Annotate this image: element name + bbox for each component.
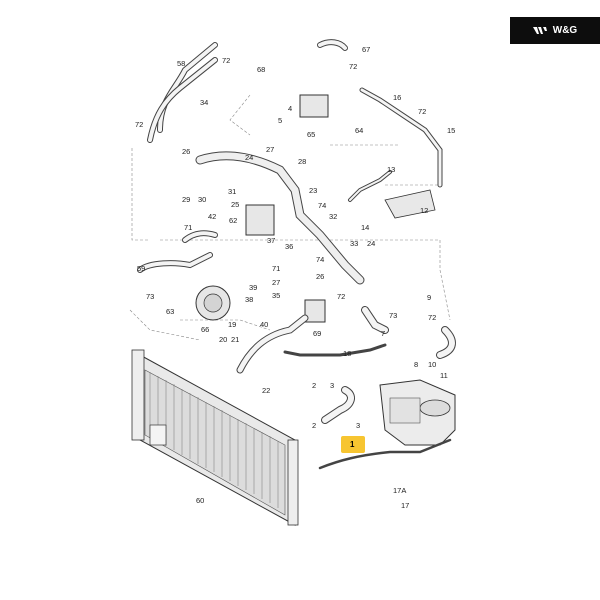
seal-plate bbox=[384, 189, 436, 219]
brand-label: W&G bbox=[552, 25, 578, 36]
callout: 69 bbox=[313, 329, 321, 338]
callout: 72 bbox=[337, 292, 345, 301]
callout: 33 bbox=[350, 239, 358, 248]
radiator bbox=[131, 349, 299, 526]
callout: 42 bbox=[208, 212, 216, 221]
hoses bbox=[137, 39, 456, 470]
callout: 26 bbox=[182, 147, 190, 156]
callout: 24 bbox=[245, 153, 253, 162]
callout: 5 bbox=[278, 116, 282, 125]
callout-highlighted: 1 bbox=[350, 440, 355, 449]
callout: 71 bbox=[272, 264, 280, 273]
callout: 19 bbox=[228, 320, 236, 329]
callout: 34 bbox=[200, 98, 208, 107]
water-pump bbox=[195, 94, 329, 323]
callout: 72 bbox=[428, 313, 436, 322]
callout: 20 bbox=[219, 335, 227, 344]
callout: 64 bbox=[355, 126, 363, 135]
callout: 13 bbox=[387, 165, 395, 174]
callout: 24 bbox=[367, 239, 375, 248]
callout: 10 bbox=[428, 360, 436, 369]
callout: 21 bbox=[231, 335, 239, 344]
callout: 65 bbox=[307, 130, 315, 139]
callout: 58 bbox=[177, 59, 185, 68]
callout: 31 bbox=[228, 187, 236, 196]
callout: 37 bbox=[267, 236, 275, 245]
callout: 17 bbox=[401, 501, 409, 510]
callout: 22 bbox=[262, 386, 270, 395]
callout: 36 bbox=[285, 242, 293, 251]
callout: 9 bbox=[427, 293, 431, 302]
callout: 4 bbox=[288, 104, 292, 113]
callout: 67 bbox=[362, 45, 370, 54]
callout: 29 bbox=[182, 195, 190, 204]
callout: 68 bbox=[257, 65, 265, 74]
callout: 12 bbox=[420, 206, 428, 215]
callout: 60 bbox=[196, 496, 204, 505]
callout: 74 bbox=[316, 255, 324, 264]
callout: 74 bbox=[318, 201, 326, 210]
callout: 32 bbox=[329, 212, 337, 221]
callout: 25 bbox=[231, 200, 239, 209]
callout: 11 bbox=[440, 371, 448, 380]
callout: 72 bbox=[349, 62, 357, 71]
callout: 71 bbox=[184, 223, 192, 232]
callout: 35 bbox=[272, 291, 280, 300]
dashed-guides bbox=[129, 94, 451, 341]
callout: 27 bbox=[272, 278, 280, 287]
callout: 7 bbox=[381, 329, 385, 338]
callout: 28 bbox=[298, 157, 306, 166]
callout: 18 bbox=[343, 349, 351, 358]
callout: 39 bbox=[249, 283, 257, 292]
callout: 62 bbox=[229, 216, 237, 225]
callout: 2 bbox=[312, 421, 316, 430]
expansion-tank bbox=[379, 379, 456, 446]
callout: 3 bbox=[356, 421, 360, 430]
callout: 27 bbox=[266, 145, 274, 154]
highlight-box bbox=[341, 436, 365, 453]
brand-badge: W&G bbox=[510, 17, 600, 44]
callout: 8 bbox=[414, 360, 418, 369]
callout: 26 bbox=[316, 272, 324, 281]
callout: 66 bbox=[201, 325, 209, 334]
callout: 2 bbox=[312, 381, 316, 390]
callout: 73 bbox=[146, 292, 154, 301]
callout: 72 bbox=[135, 120, 143, 129]
callout: 72 bbox=[418, 107, 426, 116]
callout: 30 bbox=[198, 195, 206, 204]
callout-labels: 58 72 68 67 72 16 72 15 65 64 34 4 5 72 … bbox=[135, 45, 455, 510]
callout: 73 bbox=[389, 311, 397, 320]
callout: 23 bbox=[309, 186, 317, 195]
callout: 3 bbox=[330, 381, 334, 390]
callout: 17A bbox=[393, 486, 406, 495]
callout: 38 bbox=[245, 295, 253, 304]
callout: 72 bbox=[222, 56, 230, 65]
wg-logo-icon bbox=[532, 26, 547, 34]
callout: 63 bbox=[166, 307, 174, 316]
callout: 16 bbox=[393, 93, 401, 102]
callout: 59 bbox=[137, 264, 145, 273]
callout: 14 bbox=[361, 223, 369, 232]
callout: 15 bbox=[447, 126, 455, 135]
callout: 40 bbox=[260, 320, 268, 329]
